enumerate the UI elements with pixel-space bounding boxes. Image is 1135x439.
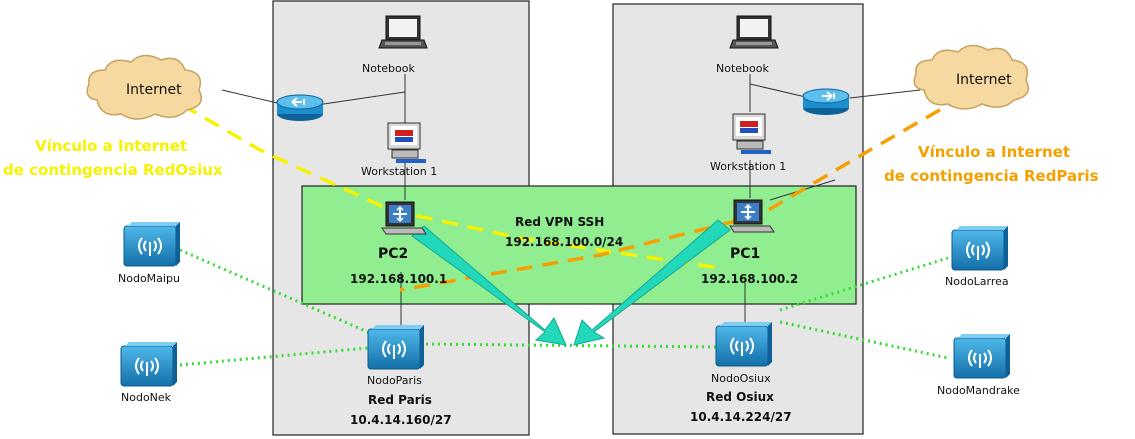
note-right-line1: Vínculo a Internet [918,143,1070,161]
nodoparis-label: NodoParis [367,374,422,387]
internet-cloud-left-label: Internet [126,82,182,98]
workstation-left-label: Workstation 1 [361,165,437,178]
router-right-icon[interactable] [802,88,850,116]
red-osiux-label: Red Osiux [706,390,774,404]
nodomaipu-icon[interactable] [123,221,181,267]
pc1-label: PC1 [730,246,760,262]
wireless-links [179,248,949,367]
note-left-line2: de contingencia RedOsiux [3,161,223,179]
nodomandrake-label: NodoMandrake [937,384,1020,397]
red-paris-subnet: 10.4.14.160/27 [350,413,452,427]
notebook-right-label: Notebook [716,62,769,75]
notebook-left-icon[interactable] [378,15,428,49]
nodoparis-icon[interactable] [367,324,425,370]
router-left-icon[interactable] [276,94,324,122]
nodonek-label: NodoNek [121,391,172,404]
notebook-right-icon[interactable] [729,15,779,49]
pc2-ip: 192.168.100.1 [350,272,447,286]
pc2-label: PC2 [378,246,408,262]
pc1-ip: 192.168.100.2 [701,272,798,286]
nodoosiux-icon[interactable] [715,321,773,367]
vpn-title: Red VPN SSH [515,215,604,229]
red-paris-label: Red Paris [368,393,432,407]
red-osiux-subnet: 10.4.14.224/27 [690,410,792,424]
notebook-left-label: Notebook [362,62,415,75]
wired-links [221,74,921,328]
internet-cloud-right-label: Internet [956,72,1012,88]
nodomandrake-icon[interactable] [953,333,1011,379]
note-left-line1: Vínculo a Internet [35,137,187,155]
nodolarrea-icon[interactable] [951,225,1009,271]
vpn-subnet: 192.168.100.0/24 [505,235,623,249]
nodonek-icon[interactable] [120,341,178,387]
workstation-right-label: Workstation 1 [710,160,786,173]
nodomaipu-label: NodoMaipu [118,272,180,285]
nodolarrea-label: NodoLarrea [945,275,1009,288]
ssh-tunnel-arrows [411,219,731,346]
nodoosiux-label: NodoOsiux [711,372,771,385]
note-right-line2: de contingencia RedParis [884,167,1099,185]
